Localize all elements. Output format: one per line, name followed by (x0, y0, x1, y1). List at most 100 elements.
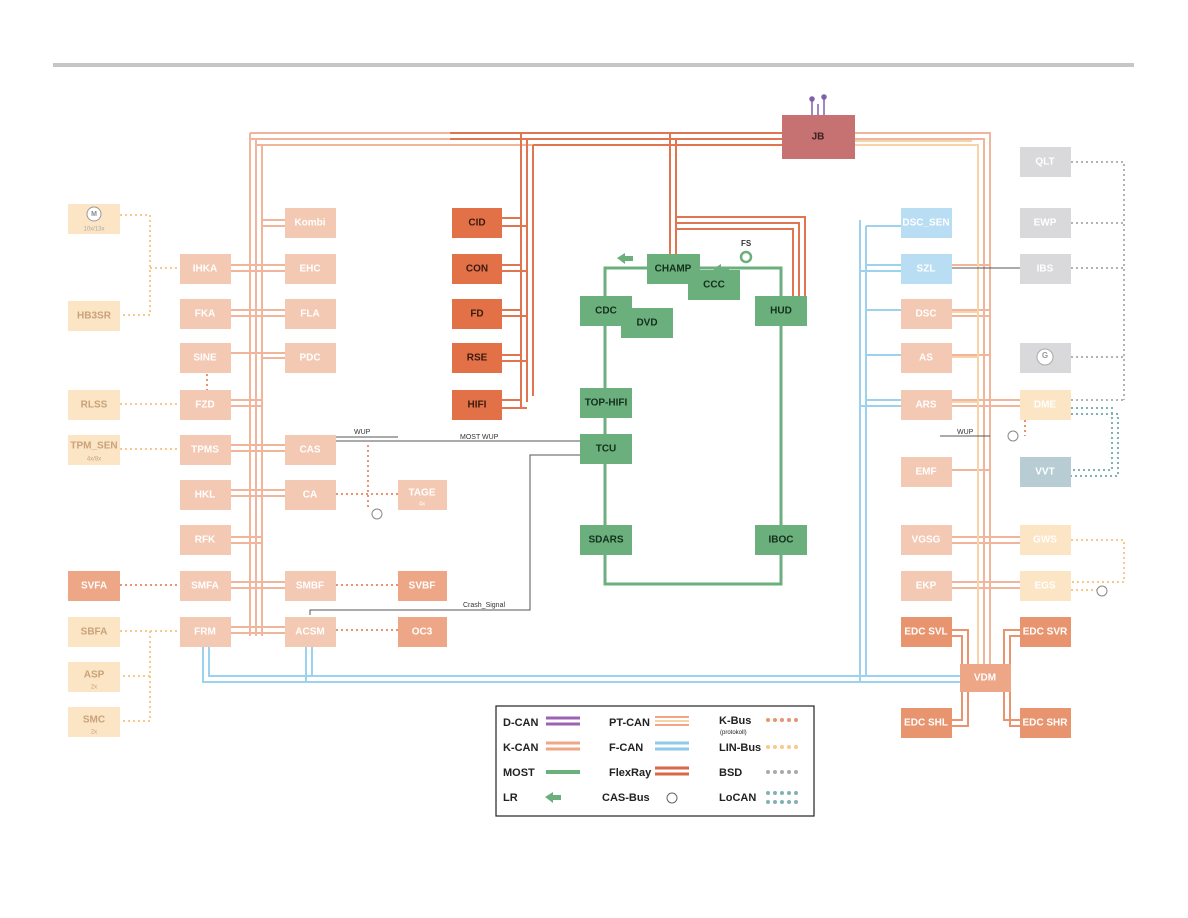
legend-kcan-swatch (546, 741, 580, 751)
svg-text:SZL: SZL (917, 264, 936, 275)
node-edc-shr: EDC SHR (1020, 708, 1071, 738)
node-fd: FD (452, 299, 502, 329)
node-tcu: TCU (580, 434, 632, 464)
node-qlt: QLT (1020, 147, 1071, 177)
legend-dcan-swatch (546, 716, 580, 726)
svg-text:QLT: QLT (1035, 157, 1054, 168)
svg-text:SVBF: SVBF (409, 581, 436, 592)
svg-text:HIFI: HIFI (468, 400, 487, 411)
svg-text:EHC: EHC (299, 264, 320, 275)
svg-text:ASP: ASP (84, 670, 105, 681)
legend-ptcan-swatch (655, 716, 689, 726)
svg-text:CCC: CCC (703, 280, 725, 291)
node-gws: GWS (1020, 525, 1071, 555)
svg-text:VVT: VVT (1035, 467, 1054, 478)
legend-lr-label: LR (503, 792, 518, 804)
node-sdars: SDARS (580, 525, 632, 555)
node-con: CON (452, 254, 502, 284)
node-sbfa: SBFA (68, 617, 120, 647)
svg-text:RLSS: RLSS (81, 400, 108, 411)
legend-ptcan-label: PT-CAN (609, 717, 650, 729)
legend-kbus-swatch (766, 718, 798, 722)
svg-text:RSE: RSE (467, 353, 488, 364)
svg-text:FS: FS (741, 239, 752, 248)
legend-kbus-sub: (protokoll) (720, 730, 747, 736)
ptcan-lines (855, 140, 979, 680)
svg-text:EKP: EKP (916, 581, 937, 592)
svg-text:SINE: SINE (193, 353, 217, 364)
node-tpms: TPMS (180, 435, 231, 465)
svg-text:4x/8x: 4x/8x (87, 457, 101, 463)
svg-text:FKA: FKA (195, 309, 216, 320)
node-emf: EMF (901, 457, 952, 487)
node-edc-svr: EDC SVR (1020, 617, 1071, 647)
node-vvt: VVT (1020, 457, 1071, 487)
node-dsc-sen: DSC_SEN (901, 208, 952, 238)
label-crash-signal: Crash_Signal (463, 602, 505, 609)
legend-fcan-label: F-CAN (609, 742, 643, 754)
legend-linbus-swatch (766, 745, 798, 749)
linbus-dotted-lines (120, 214, 1125, 722)
legend-kbus-label: K-Bus (719, 715, 751, 727)
svg-text:EDC SVL: EDC SVL (904, 627, 947, 638)
signal-lines (309, 267, 1020, 615)
svg-text:CHAMP: CHAMP (655, 264, 692, 275)
svg-text:SMC: SMC (83, 715, 105, 726)
cas-bus-icon (371, 508, 383, 520)
svg-text:2x: 2x (91, 730, 97, 736)
node-dvd: DVD (621, 308, 673, 338)
svg-text:CAS: CAS (299, 445, 320, 456)
svg-text:EMF: EMF (915, 467, 936, 478)
node-frm: FRM (180, 617, 231, 647)
node-rse: RSE (452, 343, 502, 373)
node-fka: FKA (180, 299, 231, 329)
svg-text:CDC: CDC (595, 306, 617, 317)
node-szl: SZL (901, 254, 952, 284)
legend-kcan-label: K-CAN (503, 742, 538, 754)
cas-bus-icon (1007, 430, 1019, 442)
svg-text:SVFA: SVFA (81, 581, 107, 592)
svg-text:10x/13x: 10x/13x (83, 227, 104, 233)
svg-text:TPMS: TPMS (191, 445, 219, 456)
svg-text:CON: CON (466, 264, 488, 275)
node-hud: HUD (755, 296, 807, 326)
node-ewp: EWP (1020, 208, 1071, 238)
node-kombi: Kombi (285, 208, 336, 238)
cas-bus-icon (1096, 585, 1108, 597)
node-fzd: FZD (180, 390, 231, 420)
svg-text:HKL: HKL (195, 490, 216, 501)
svg-text:IBS: IBS (1037, 264, 1054, 275)
node-hifi: HIFI (452, 390, 502, 420)
svg-text:SMFA: SMFA (191, 581, 219, 592)
node-edc-svl: EDC SVL (901, 617, 952, 647)
node-ehc: EHC (285, 254, 336, 284)
svg-text:CA: CA (303, 490, 317, 501)
node-jb: JB (782, 115, 855, 159)
node-ekp: EKP (901, 571, 952, 601)
legend-bsd-label: BSD (719, 767, 742, 779)
vdm-edc-links (952, 629, 1020, 727)
node-ihka: IHKA (180, 254, 231, 284)
node-pdc: PDC (285, 343, 336, 373)
svg-text:VDM: VDM (974, 673, 996, 684)
svg-text:4x: 4x (419, 502, 425, 508)
svg-text:SMBF: SMBF (296, 581, 324, 592)
node-as: AS (901, 343, 952, 373)
svg-text:CID: CID (468, 218, 485, 229)
fs-node: FS (739, 239, 753, 264)
svg-text:DSC: DSC (915, 309, 936, 320)
locan-dotted-lines (206, 374, 1119, 477)
svg-text:GWS: GWS (1033, 535, 1057, 546)
kcan-lines (231, 132, 1020, 680)
legend-linbus-label: LIN-Bus (719, 742, 761, 754)
node-fla: FLA (285, 299, 336, 329)
lr-arrow-icon (617, 253, 633, 264)
svg-text:FLA: FLA (300, 309, 319, 320)
node-rfk: RFK (180, 525, 231, 555)
svg-text:JB: JB (812, 132, 825, 143)
legend-casbus-label: CAS-Bus (602, 792, 650, 804)
node-motor-icon: M 10x/13x (68, 204, 120, 234)
svg-text:EDC SVR: EDC SVR (1023, 627, 1068, 638)
node-acsm: ACSM (285, 617, 336, 647)
